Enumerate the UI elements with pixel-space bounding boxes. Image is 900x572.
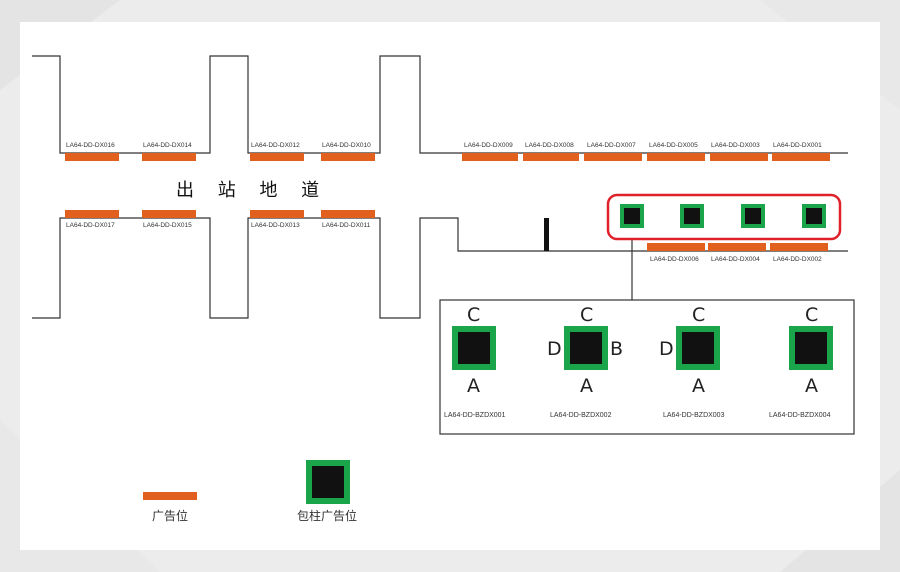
pillar-code: LA64-DD-BZDX002 bbox=[550, 412, 612, 419]
ad-bar-label: LA64-DD-DX003 bbox=[711, 142, 760, 149]
ad-bar-label: LA64-DD-DX017 bbox=[66, 222, 115, 229]
top-ad-bars bbox=[65, 153, 830, 161]
ad-bar-label: LA64-DD-DX007 bbox=[587, 142, 636, 149]
side-label-top: C bbox=[580, 304, 593, 326]
legend: 广告位 包柱广告位 bbox=[143, 460, 357, 523]
ad-bar[interactable] bbox=[584, 153, 642, 161]
ad-bar-label: LA64-DD-DX001 bbox=[773, 142, 822, 149]
ad-bar[interactable] bbox=[770, 243, 828, 251]
side-label-top: C bbox=[467, 304, 480, 326]
side-label-left: D bbox=[547, 338, 562, 360]
ad-bar[interactable] bbox=[462, 153, 518, 161]
ad-bar-label: LA64-DD-DX012 bbox=[251, 142, 300, 149]
ad-bar[interactable] bbox=[708, 243, 766, 251]
ad-bar-label: LA64-DD-DX015 bbox=[143, 222, 192, 229]
ad-bar[interactable] bbox=[710, 153, 768, 161]
pillar-marker[interactable] bbox=[680, 204, 704, 228]
side-label-top: C bbox=[692, 304, 705, 326]
pillar-detail[interactable] bbox=[789, 326, 833, 370]
side-label-left: D bbox=[659, 338, 674, 360]
legend-ad-bar-swatch bbox=[143, 492, 197, 500]
pillar-marker[interactable] bbox=[620, 204, 644, 228]
ad-bar[interactable] bbox=[65, 153, 119, 161]
pillar-detail[interactable] bbox=[676, 326, 720, 370]
pillar-marker[interactable] bbox=[802, 204, 826, 228]
ad-bar[interactable] bbox=[142, 153, 196, 161]
bottom-left-ad-bars bbox=[65, 210, 375, 218]
legend-ad-bar-label: 广告位 bbox=[152, 508, 188, 523]
pillar-detail-panel: C A LA64-DD-BZDX001 C A D B LA64-DD-BZDX… bbox=[444, 304, 833, 419]
ad-bar[interactable] bbox=[772, 153, 830, 161]
side-label-bottom: A bbox=[467, 375, 480, 397]
pillar-code: LA64-DD-BZDX003 bbox=[663, 412, 725, 419]
ad-bar[interactable] bbox=[647, 243, 705, 251]
pillar-code: LA64-DD-BZDX004 bbox=[769, 412, 831, 419]
side-label-bottom: A bbox=[692, 375, 705, 397]
ad-bar-label: LA64-DD-DX009 bbox=[464, 142, 513, 149]
bottom-left-ad-labels: LA64-DD-DX017 LA64-DD-DX015 LA64-DD-DX01… bbox=[66, 222, 371, 229]
ad-bar[interactable] bbox=[321, 210, 375, 218]
top-ad-labels: LA64-DD-DX016 LA64-DD-DX014 LA64-DD-DX01… bbox=[66, 142, 822, 149]
legend-pillar-label: 包柱广告位 bbox=[297, 508, 357, 523]
ad-bar-label: LA64-DD-DX016 bbox=[66, 142, 115, 149]
ad-bar[interactable] bbox=[523, 153, 579, 161]
legend-pillar-swatch bbox=[306, 460, 350, 504]
ad-bar-label: LA64-DD-DX005 bbox=[649, 142, 698, 149]
ad-bar-label: LA64-DD-DX013 bbox=[251, 222, 300, 229]
pillar-detail[interactable] bbox=[452, 326, 496, 370]
ad-bar-label: LA64-DD-DX006 bbox=[650, 256, 699, 263]
pillar-code: LA64-DD-BZDX001 bbox=[444, 412, 506, 419]
floor-plan-diagram: 出 站 地 道 LA64-DD-DX016 LA64-DD-DX014 LA64… bbox=[32, 55, 855, 523]
station-marker bbox=[544, 218, 549, 251]
ad-bar[interactable] bbox=[250, 153, 304, 161]
ad-bar-label: LA64-DD-DX008 bbox=[525, 142, 574, 149]
ad-bar-label: LA64-DD-DX010 bbox=[322, 142, 371, 149]
ad-bar-label: LA64-DD-DX004 bbox=[711, 256, 760, 263]
highlight-box bbox=[606, 193, 842, 241]
ad-bar-label: LA64-DD-DX002 bbox=[773, 256, 822, 263]
side-label-bottom: A bbox=[580, 375, 593, 397]
diagram-canvas: 出 站 地 道 LA64-DD-DX016 LA64-DD-DX014 LA64… bbox=[20, 22, 880, 550]
ad-bar[interactable] bbox=[321, 153, 375, 161]
bottom-right-ad-bars bbox=[647, 243, 828, 251]
corridor-title: 出 站 地 道 bbox=[176, 180, 328, 201]
pillar-highlight-group bbox=[606, 193, 842, 241]
ad-bar[interactable] bbox=[65, 210, 119, 218]
ad-bar-label: LA64-DD-DX014 bbox=[143, 142, 192, 149]
pillar-detail[interactable] bbox=[564, 326, 608, 370]
bottom-right-ad-labels: LA64-DD-DX006 LA64-DD-DX004 LA64-DD-DX00… bbox=[650, 256, 822, 263]
side-label-top: C bbox=[805, 304, 818, 326]
ad-bar[interactable] bbox=[250, 210, 304, 218]
side-label-right: B bbox=[610, 338, 623, 360]
ad-bar-label: LA64-DD-DX011 bbox=[322, 222, 371, 229]
side-label-bottom: A bbox=[805, 375, 818, 397]
pillar-marker[interactable] bbox=[741, 204, 765, 228]
ad-bar[interactable] bbox=[142, 210, 196, 218]
ad-bar[interactable] bbox=[647, 153, 705, 161]
